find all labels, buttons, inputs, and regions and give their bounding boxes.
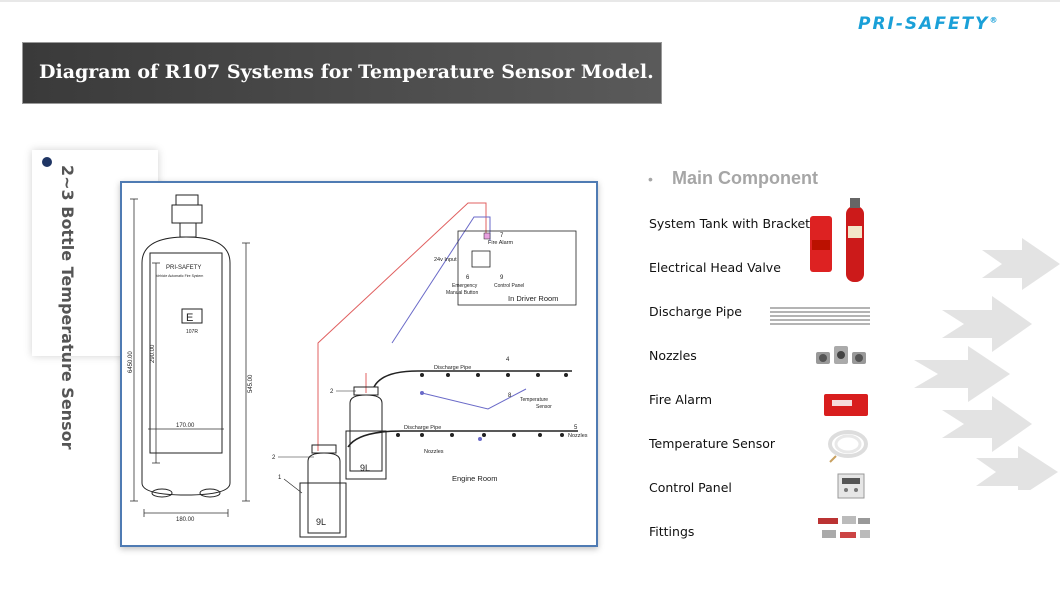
component-label-tank: System Tank with Bracket [649,216,811,231]
side-tab-label: 2~3 Bottle Temperature Sensor [56,165,78,449]
sensor-label: Sensor [536,404,552,410]
wiring-lines [317,202,527,451]
dim-width: 180.00 [176,517,195,523]
components-heading: Main Component [672,168,818,188]
callout-1: 1 [278,475,282,481]
manual-button-label: Manual Button [446,290,478,296]
bottle-volume-2: 9L [316,517,326,527]
component-label-fire-alarm: Fire Alarm [649,392,713,407]
driver-room-label: In Driver Room [508,294,558,303]
fire-alarm-icon [824,394,868,416]
system-diagram: PRI-SAFETY Vehicle Automatic Fire System… [120,181,598,547]
tank-sublabel: Vehicle Automatic Fire System [156,274,203,278]
control-panel-label: Control Panel [494,283,524,289]
large-tank-drawing [141,194,231,498]
side-tab-bullet [42,157,52,167]
discharge-pipe-label-2: Discharge Pipe [404,425,441,431]
component-label-nozzles: Nozzles [649,348,697,363]
callout-2-upper: 2 [330,389,334,395]
dimension-lines [130,198,250,517]
callout-9: 9 [500,275,504,281]
side-tab-line2: Temperature Sensor [58,266,77,450]
emergency-label: Emergency [452,283,478,289]
tank-bracket-icon [810,198,864,282]
tank-letter: E [186,312,193,324]
callout-6: 6 [466,275,470,281]
page-title: Diagram of R107 Systems for Temperature … [39,61,654,83]
nozzles-label-2: Nozzles [424,449,444,455]
diagram-canvas: PRI-SAFETY Vehicle Automatic Fire System… [128,194,588,538]
small-bottles [299,386,387,538]
callout-7: 7 [500,233,504,239]
callout-2-lower: 2 [272,455,276,461]
control-panel-icon [837,473,865,499]
component-label-pipe: Discharge Pipe [649,304,742,319]
callout-5: 5 [574,425,578,431]
nozzles-label-1: Nozzles [568,433,588,439]
dim-height-total: 6450.00 [128,351,134,373]
driver-room-box [457,230,577,306]
input-label: 24v Input [434,257,457,263]
title-bar: Diagram of R107 Systems for Temperature … [22,42,662,104]
discharge-pipes [347,370,578,448]
components-bullet: • [648,171,653,187]
brand-logo: PRI-SAFETY® [858,14,999,34]
discharge-pipe-label-1: Discharge Pipe [434,365,471,371]
control-panel-box [471,250,491,268]
logo-text: PRI-SAFETY [858,14,990,34]
component-label-head-valve: Electrical Head Valve [649,260,781,275]
component-label-fittings: Fittings [649,524,695,539]
sensor-cable-icon [828,430,868,463]
tank-model: 107R [186,329,198,335]
dim-inner-width: 170.00 [176,423,195,429]
bottle-volume-1: 9L [360,463,370,473]
logo-registered-mark: ® [989,15,1000,25]
fire-alarm-box [483,232,491,240]
tank-label: PRI-SAFETY [166,265,201,271]
dim-height-right: 545.00 [248,374,254,393]
callout-4: 4 [506,357,510,363]
dim-height-body: 290.00 [150,344,156,363]
pipe-icon [770,307,870,325]
nozzle-markers [396,373,568,441]
component-label-control-panel: Control Panel [649,480,732,495]
top-rule [0,0,1060,2]
fittings-icon [818,516,870,538]
decorative-chevrons [914,238,1060,490]
nozzle-icon [816,346,866,364]
component-label-sensor: Temperature Sensor [649,436,776,451]
callout-8: 8 [508,393,512,399]
fire-alarm-label: Fire Alarm [488,240,513,246]
side-tab-line1: 2~3 Bottle [58,165,77,262]
engine-room-label: Engine Room [452,474,497,483]
temperature-label: Temperature [520,397,548,403]
